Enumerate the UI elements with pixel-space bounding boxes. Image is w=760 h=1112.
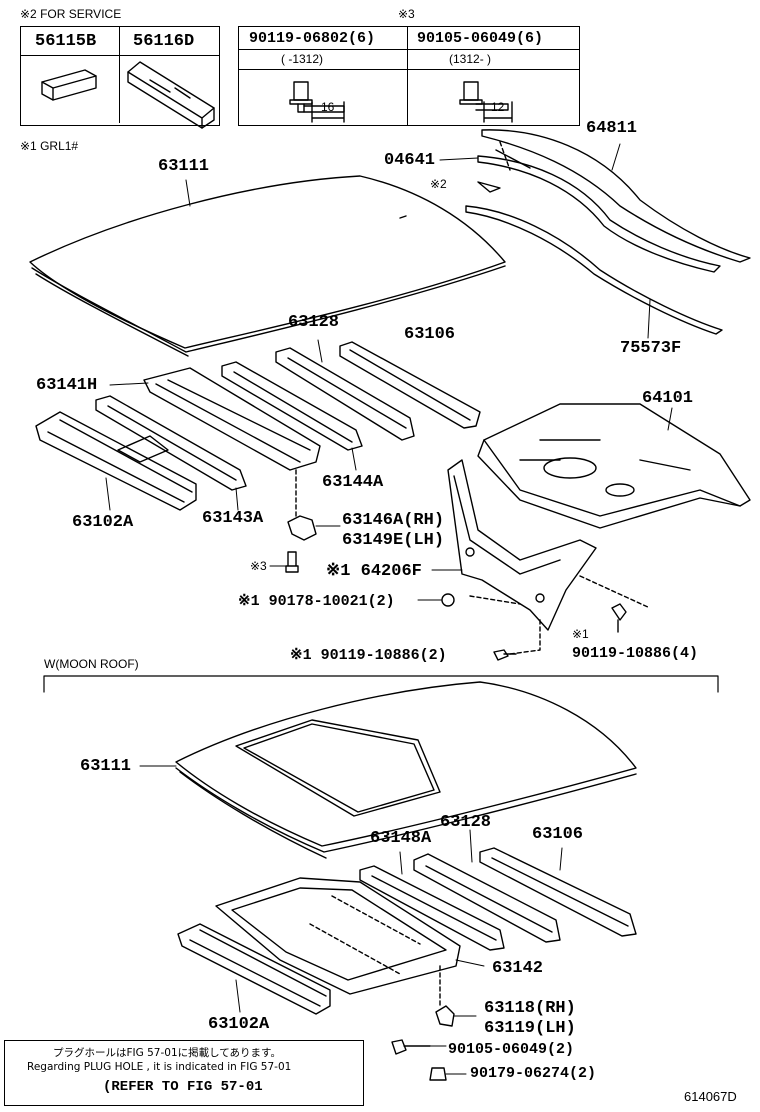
roof-bow-63144a <box>221 361 363 471</box>
label-90178[interactable]: ※1 90178-10021(2) <box>238 593 395 610</box>
bolt-90105 <box>391 1039 447 1055</box>
label-64811[interactable]: 64811 <box>586 119 638 138</box>
moon-bow-63128 <box>413 829 561 943</box>
bracket-63118 <box>435 965 477 1027</box>
mark-1b: ※1 <box>572 627 589 641</box>
note-refer-link[interactable]: (REFER TO FIG 57-01 <box>103 1079 263 1095</box>
label-63146a[interactable]: 63146A(RH) <box>342 511 445 530</box>
mark-2: ※2 <box>430 177 447 191</box>
label-63111-moon[interactable]: 63111 <box>80 757 132 776</box>
label-90105[interactable]: 90105-06049(2) <box>448 1041 575 1058</box>
figure-id: 614067D <box>684 1089 737 1104</box>
mark-3: ※3 <box>250 559 267 573</box>
bolt-length-12: 12 <box>491 100 505 114</box>
roof-panel-63111-top <box>29 175 506 357</box>
label-04641[interactable]: 04641 <box>384 151 436 170</box>
service-part-56115b[interactable]: 56115B <box>35 32 97 51</box>
label-63148a[interactable]: 63148A <box>370 829 432 848</box>
label-63106-top[interactable]: 63106 <box>404 325 456 344</box>
bolt-length-16: 16 <box>321 100 335 114</box>
plug-hole-note: プラグホールはFIG 57-01に掲載してあります。 Regarding PLU… <box>4 1040 364 1106</box>
label-63111-top[interactable]: 63111 <box>158 157 210 176</box>
label-90119-right[interactable]: 90119-10886(4) <box>572 645 699 662</box>
back-window-64811 <box>439 129 751 339</box>
front-header-63102a <box>35 411 197 511</box>
bolt-06802-sketch <box>289 81 345 123</box>
bracket-63146a <box>287 469 341 541</box>
nut-90178 <box>417 593 455 607</box>
label-64206f[interactable]: ※1 64206F <box>326 562 422 581</box>
bolt-06049-sketch <box>459 81 513 123</box>
bolt-range-06049: (1312- ) <box>449 52 492 66</box>
bolt-parts-box: 90119-06802(6) 90105-06049(6) ( -1312) (… <box>238 26 580 126</box>
bolt-part-06049[interactable]: 90105-06049(6) <box>417 30 544 47</box>
moon-front-header-63102a <box>177 923 331 1015</box>
label-75573f[interactable]: 75573F <box>620 339 682 358</box>
label-63119[interactable]: 63119(LH) <box>484 1019 576 1038</box>
service-parts-box: 56115B 56116D <box>20 26 220 126</box>
label-63102a-moon[interactable]: 63102A <box>208 1015 270 1034</box>
label-63106-moon[interactable]: 63106 <box>532 825 584 844</box>
bolt-90119-right <box>611 603 627 633</box>
moon-bow-63148a <box>359 851 505 951</box>
label-63128-top[interactable]: 63128 <box>288 313 340 332</box>
label-63143a[interactable]: 63143A <box>202 509 264 528</box>
label-63102a-top[interactable]: 63102A <box>72 513 134 532</box>
moon-roof-bracket <box>43 675 719 693</box>
roof-header-63141h <box>109 367 321 471</box>
label-63118[interactable]: 63118(RH) <box>484 999 576 1018</box>
label-63128-moon[interactable]: 63128 <box>440 813 492 832</box>
label-90179[interactable]: 90179-06274(2) <box>470 1065 597 1082</box>
grade-note: ※1 GRL1# <box>20 139 79 153</box>
label-63141h[interactable]: 63141H <box>36 376 98 395</box>
service-part-56116d[interactable]: 56116D <box>133 32 195 51</box>
brace-64206f <box>431 459 651 655</box>
label-63149e[interactable]: 63149E(LH) <box>342 531 445 550</box>
label-64101[interactable]: 64101 <box>642 389 694 408</box>
label-90119-left[interactable]: ※1 90119-10886(2) <box>290 647 447 664</box>
bolt-mark3 <box>269 551 299 573</box>
bolt-range-06802: ( -1312) <box>281 52 324 66</box>
moon-roof-section: W(MOON ROOF) <box>44 657 139 671</box>
label-63144a[interactable]: 63144A <box>322 473 384 492</box>
nut-90179 <box>429 1067 467 1081</box>
bolt-header: ※3 <box>398 7 415 21</box>
bolt-90119-left <box>493 649 517 661</box>
note-japanese: プラグホールはFIG 57-01に掲載してあります。 <box>53 1047 281 1059</box>
package-tray-64101 <box>477 403 751 529</box>
service-header: ※2 FOR SERVICE <box>20 7 122 21</box>
roof-bow-63143a <box>95 395 247 511</box>
part-56116d-sketch <box>127 61 215 129</box>
bolt-part-06802[interactable]: 90119-06802(6) <box>249 30 376 47</box>
roof-panel-63111-moon <box>139 681 637 859</box>
part-56115b-sketch <box>41 69 97 101</box>
moon-bow-63106 <box>479 847 637 937</box>
roof-bow-63106 <box>339 341 481 429</box>
roof-bow-63128 <box>275 339 415 441</box>
sunroof-frame-63142 <box>215 877 485 995</box>
note-english: Regarding PLUG HOLE , it is indicated in… <box>27 1061 292 1073</box>
label-63142[interactable]: 63142 <box>492 959 544 978</box>
